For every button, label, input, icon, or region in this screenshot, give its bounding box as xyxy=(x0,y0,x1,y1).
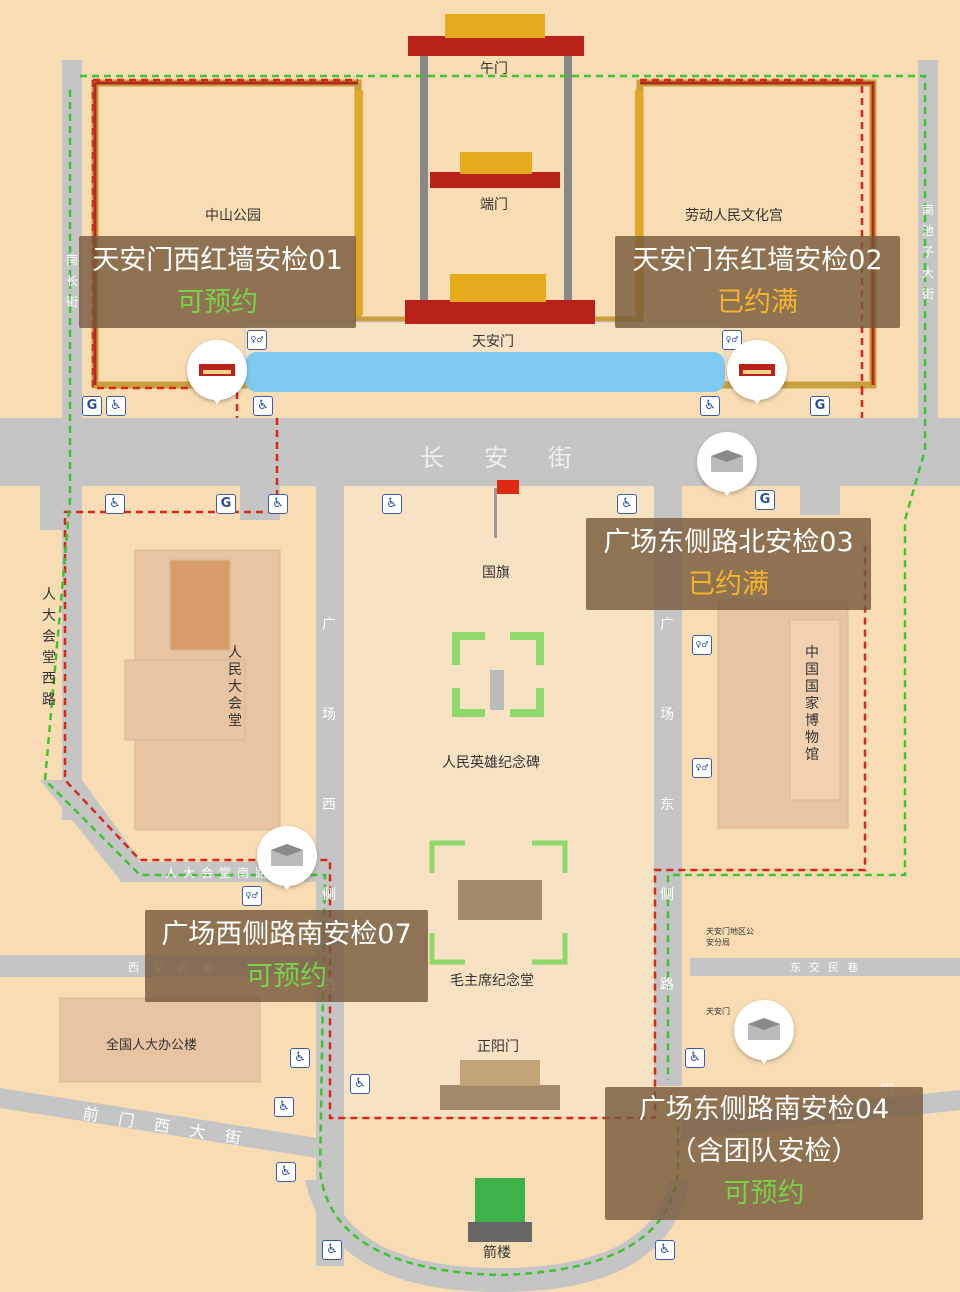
accessible-icon: ♿ xyxy=(617,494,637,514)
red-security-route xyxy=(63,78,867,1120)
label-workers-palace: 劳动人民文化宫 xyxy=(685,208,783,224)
accessible-icon: ♿ xyxy=(105,494,125,514)
road-label-square-east: 广场东侧路 xyxy=(660,617,674,993)
checkpoint-name: 广场东侧路南安检04 xyxy=(638,1094,890,1125)
road-label-dahuitang-south: 人大会堂南路 xyxy=(165,866,274,880)
accessible-icon: ♿ xyxy=(700,396,720,416)
label-flag: 国旗 xyxy=(482,565,510,581)
accessible-icon: ♿ xyxy=(290,1048,310,1068)
label-mausoleum: 毛主席纪念堂 xyxy=(450,973,534,989)
road-label-nanchizi: 南池子大街 xyxy=(921,203,934,301)
green-walking-route xyxy=(43,74,927,1277)
checkpoint-status: 可预约 xyxy=(246,961,327,992)
gate-icon xyxy=(199,364,235,376)
wumen-building xyxy=(408,14,584,56)
duanmen-building xyxy=(430,152,560,188)
checkpoint-01-card[interactable]: 天安门西红墙安检01 可预约 xyxy=(79,236,356,328)
label-monument: 人民英雄纪念碑 xyxy=(442,755,540,771)
checkpoint-03-pin[interactable] xyxy=(697,432,757,496)
accessible-icon: ♿ xyxy=(322,1240,342,1260)
checkpoint-04-pin[interactable] xyxy=(734,1000,794,1064)
subway-icon: G xyxy=(755,490,775,510)
toilet-icon: ♀♂ xyxy=(722,330,742,350)
checkpoint-01-pin[interactable] xyxy=(187,340,247,404)
checkpoint-status: 可预约 xyxy=(177,287,258,318)
great-hall-building xyxy=(124,549,281,831)
checkpoint-name: 天安门西红墙安检01 xyxy=(92,245,343,276)
checkpoint-name: 广场西侧路南安检07 xyxy=(161,919,412,950)
flag-marker xyxy=(494,480,519,538)
label-tiananmen: 天安门 xyxy=(472,334,514,350)
checkpoint-07-pin[interactable] xyxy=(257,826,317,890)
accessible-icon: ♿ xyxy=(655,1240,675,1260)
checkpoint-status: 已约满 xyxy=(717,287,798,318)
accessible-icon: ♿ xyxy=(268,494,288,514)
checkpoint-02-card[interactable]: 天安门东红墙安检02 已约满 xyxy=(615,236,900,328)
label-great-hall: 人民大会堂 xyxy=(228,645,242,729)
toilet-icon: ♀♂ xyxy=(692,635,712,655)
label-npc-office: 全国人大办公楼 xyxy=(106,1038,198,1053)
label-police-station: 天安门地区公安分局 xyxy=(706,927,754,947)
museum-building xyxy=(717,599,849,829)
toilet-icon: ♀♂ xyxy=(247,330,267,350)
tiananmen-building xyxy=(405,274,595,324)
accessible-icon: ♿ xyxy=(253,396,273,416)
subway-icon: G xyxy=(82,396,102,416)
accessible-icon: ♿ xyxy=(685,1048,705,1068)
checkpoint-02-pin[interactable] xyxy=(727,340,787,404)
mausoleum-marker xyxy=(429,840,568,965)
label-zhengyangmen: 正阳门 xyxy=(477,1039,519,1055)
label-zhongshan-park: 中山公园 xyxy=(205,208,261,224)
label-police-station-2: 天安门 xyxy=(706,1007,730,1016)
accessible-icon: ♿ xyxy=(274,1097,294,1117)
accessible-icon: ♿ xyxy=(350,1074,370,1094)
checkpoint-name: 天安门东红墙安检02 xyxy=(632,245,883,276)
label-duanmen: 端门 xyxy=(480,197,508,213)
accessible-icon: ♿ xyxy=(106,396,126,416)
road-label-dahuitang-west: 人大会堂西路 xyxy=(42,587,56,708)
gate-icon xyxy=(739,364,775,376)
accessible-icon: ♿ xyxy=(382,494,402,514)
toilet-icon: ♀♂ xyxy=(692,758,712,778)
label-wumen: 午门 xyxy=(480,61,508,77)
road-label-changan: 长安街 xyxy=(420,444,612,472)
checkpoint-04-card[interactable]: 广场东侧路南安检04 （含团队安检） 可预约 xyxy=(605,1087,923,1220)
palace-walls xyxy=(91,55,877,392)
jianlou-building xyxy=(468,1178,532,1242)
road-label-nanchang: 南长街 xyxy=(65,253,78,309)
monument-marker xyxy=(452,632,544,717)
label-jianlou: 箭楼 xyxy=(483,1245,511,1261)
subway-icon: G xyxy=(810,396,830,416)
checkpoint-07-card[interactable]: 广场西侧路南安检07 可预约 xyxy=(145,910,428,1002)
label-museum: 中国国家博物馆 xyxy=(805,645,819,763)
checkpoint-subtitle: （含团队安检） xyxy=(669,1136,859,1167)
building-icon xyxy=(748,1018,780,1040)
toilet-icon: ♀♂ xyxy=(242,886,262,906)
checkpoint-status: 可预约 xyxy=(723,1178,805,1209)
zhengyangmen-building xyxy=(440,1060,560,1110)
subway-icon: G xyxy=(216,494,236,514)
npc-office-building xyxy=(59,997,261,1083)
building-icon xyxy=(271,844,303,866)
road-label-dongjiaominxiang: 东交民巷 xyxy=(790,961,866,974)
building-icon xyxy=(711,450,743,472)
accessible-icon: ♿ xyxy=(276,1162,296,1182)
checkpoint-status: 已约满 xyxy=(688,569,769,600)
checkpoint-name: 广场东侧路北安检03 xyxy=(603,527,854,558)
checkpoint-03-card[interactable]: 广场东侧路北安检03 已约满 xyxy=(586,518,871,610)
